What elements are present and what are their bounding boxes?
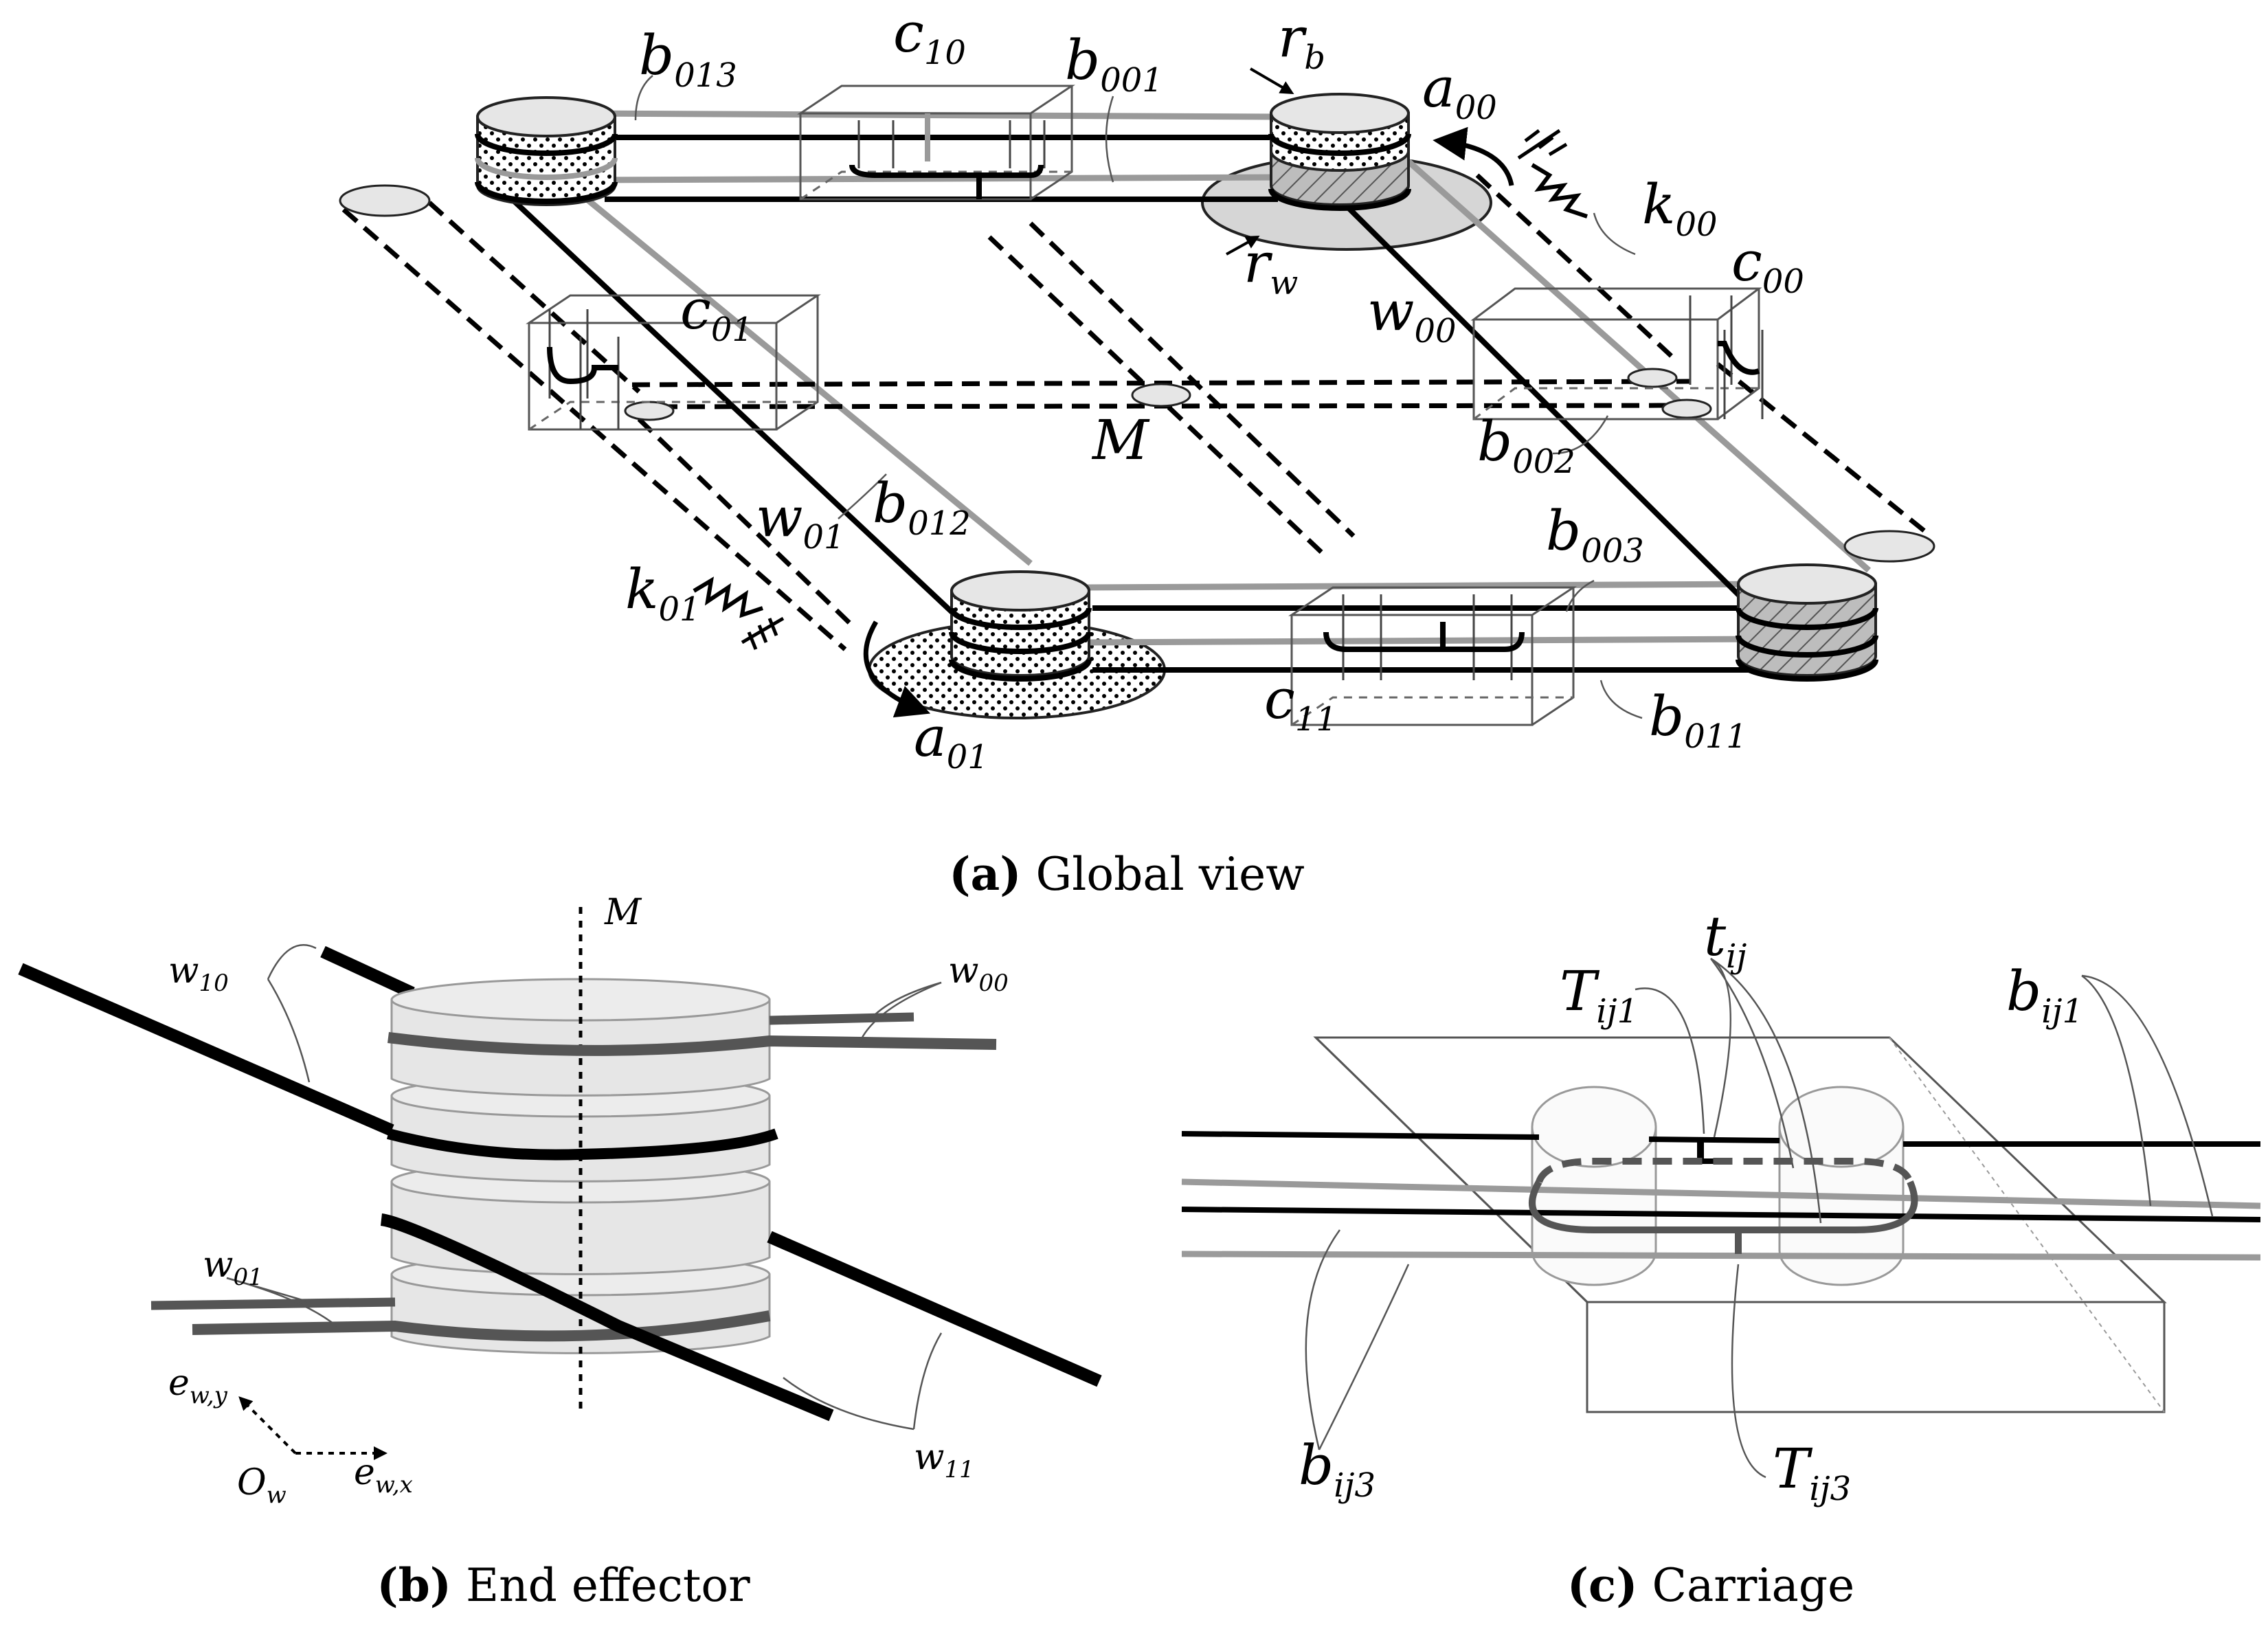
label-k00: k00 (1642, 172, 1718, 244)
carriage-c11 (1288, 586, 1577, 726)
label-w00: w00 (1367, 279, 1457, 350)
label-a01: a01 (914, 705, 989, 776)
label-b011: b011 (1649, 684, 1747, 756)
disk-stack (390, 978, 771, 1354)
label-Tij3: Tij3 (1773, 1437, 1851, 1508)
label-w11: w11 (914, 1437, 974, 1483)
spring-k00 (1517, 128, 1588, 218)
global-view-panel: b013 c10 b001 rb a00 k00 c00 rw w00 c01 … (339, 1, 1935, 901)
label-w01-b: w01 (203, 1244, 263, 1291)
cables-end-effector (18, 963, 1102, 1422)
label-M: M (1091, 408, 1150, 472)
label-k01: k01 (625, 557, 701, 629)
gray-belts (568, 110, 1871, 646)
carriage-c00 (1470, 287, 1764, 421)
carriage-panel: tij Tij1 bij1 bij3 Tij3 (c) Carriage (1181, 904, 2261, 1612)
caption-a: (a) Global view (949, 847, 1304, 901)
caption-c: (c) Carriage (1567, 1558, 1854, 1612)
label-b002: b002 (1477, 410, 1575, 481)
label-w10: w10 (168, 950, 229, 997)
carriage-c10 (797, 85, 1075, 201)
label-w01: w01 (756, 485, 845, 557)
label-b003: b003 (1546, 499, 1644, 570)
label-b001: b001 (1065, 28, 1163, 100)
label-bij3: bij3 (1299, 1433, 1376, 1505)
idler-disk (1627, 368, 1678, 388)
label-Ow: Ow (237, 1462, 287, 1509)
label-c10: c10 (893, 1, 966, 72)
idler-disk (339, 184, 431, 217)
pulley-bottom-left (949, 570, 1092, 682)
leader-lines-b (226, 944, 943, 1431)
label-ewy: ew,y (168, 1363, 228, 1409)
label-w00-b: w00 (948, 950, 1009, 997)
label-b013: b013 (639, 23, 737, 95)
carriage-belts (1181, 1131, 2261, 1261)
pulley-top-right (1268, 93, 1411, 211)
spring-k01 (693, 576, 785, 650)
label-M-b: M (604, 892, 642, 933)
label-rb: rb (1278, 5, 1325, 77)
label-b012: b012 (873, 471, 971, 543)
radius-arrow-rb (1249, 67, 1294, 95)
label-c01: c01 (680, 278, 753, 349)
label-tij: tij (1704, 904, 1747, 976)
leader-lines-c (1305, 957, 2214, 1479)
idler-disk (1843, 530, 1935, 563)
pulley-bottom-right (1736, 563, 1878, 682)
pulley-top-left (475, 96, 618, 206)
idler-disk (624, 401, 675, 421)
label-ewx: ew,x (354, 1452, 413, 1499)
idler-disk (1661, 399, 1712, 419)
caption-b: (b) End effector (377, 1558, 750, 1612)
cable-w10-back (320, 945, 415, 999)
radius-arrow-rw (1226, 236, 1260, 256)
label-c00: c00 (1731, 229, 1804, 301)
label-a00: a00 (1422, 56, 1497, 127)
carriage-box (1313, 1036, 2167, 1413)
label-Tij1: Tij1 (1560, 959, 1638, 1031)
rotation-arrow-a01 (863, 620, 931, 718)
label-bij1: bij1 (2006, 959, 2083, 1031)
coordinate-frame (238, 1396, 388, 1460)
label-rw: rw (1244, 231, 1298, 302)
carriage-c01 (526, 294, 821, 431)
leader-lines-a (634, 75, 1643, 719)
rotation-arrow-a00 (1433, 126, 1514, 186)
end-effector-panel: M w10 w00 w01 w11 ew,y ew,x Ow (b) End e… (18, 892, 1102, 1612)
label-c11: c11 (1264, 667, 1337, 739)
end-effector-disk (1131, 383, 1191, 407)
